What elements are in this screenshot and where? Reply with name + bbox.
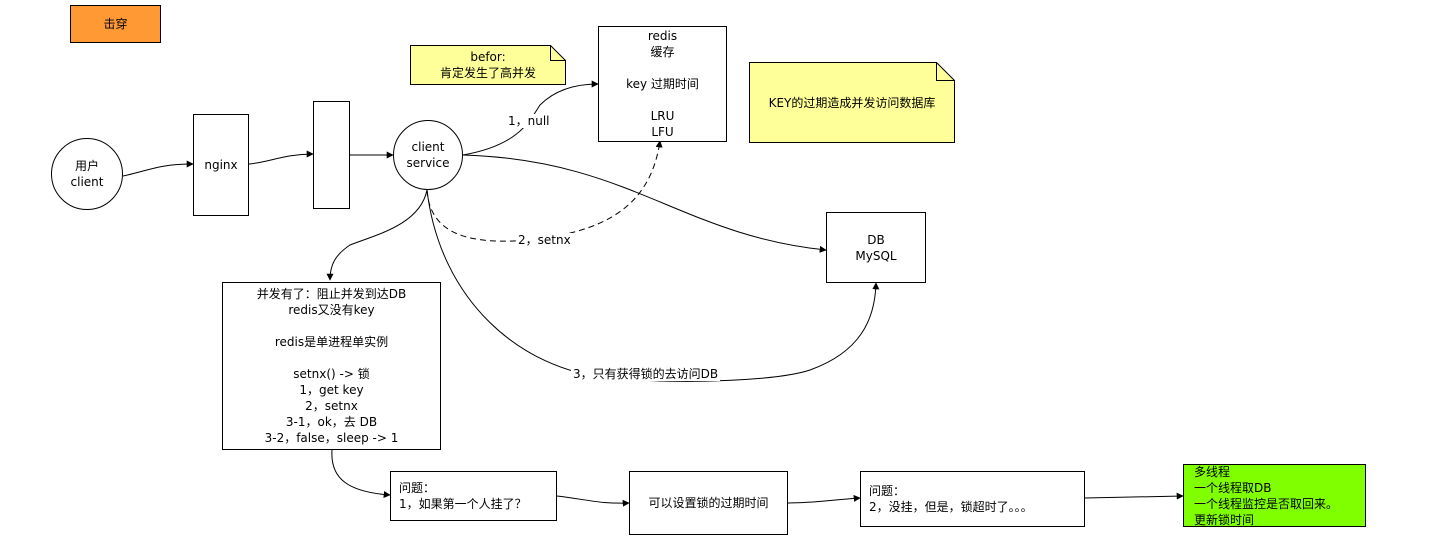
note-before-shape	[410, 45, 566, 85]
title-tag-label: 击穿	[103, 17, 128, 31]
note-before: befor: 肯定发生了高并发	[410, 45, 566, 85]
node-line: MySQL	[855, 248, 897, 263]
node-line: LFU	[651, 125, 674, 139]
edge-q1-to-expire	[556, 495, 630, 507]
node-line: DB	[867, 232, 885, 247]
node-line: 2，setnx	[305, 399, 358, 413]
edge-label-lock: 3，只有获得锁的去访问DB	[571, 367, 721, 381]
note-line: KEY的过期造成并发访问数据库	[768, 95, 936, 110]
note-key-expire-shape	[749, 62, 955, 143]
edge-nginx-to-middle	[248, 150, 314, 165]
node-client-service: client service	[393, 120, 463, 190]
node-middle	[313, 101, 350, 209]
edge-client-service-to-db	[462, 154, 827, 253]
node-question-2: 问题： 2，没挂，但是，锁超时了。。。	[860, 471, 1085, 527]
node-line: redis是单进程单实例	[274, 335, 389, 349]
node-line: 1，如果第一个人挂了？	[399, 497, 527, 511]
node-line: 并发有了：阻止并发到达DB	[256, 287, 407, 301]
edge-label-setnx: 2，setnx	[516, 233, 573, 247]
node-line: 多线程	[1194, 464, 1231, 479]
node-line: 2，没挂，但是，锁超时了。。。	[869, 500, 1033, 514]
node-line: service	[406, 156, 450, 170]
node-line: redis	[647, 29, 678, 43]
node-concurrency: 并发有了：阻止并发到达DB redis又没有key redis是单进程单实例 s…	[222, 282, 441, 450]
note-key-expire-text: KEY的过期造成并发访问数据库	[749, 62, 955, 143]
node-line: client	[411, 140, 445, 154]
edge-q2-to-multithread	[1084, 492, 1184, 500]
node-line: 问题：	[869, 484, 906, 498]
edge-lock-to-db	[426, 189, 880, 382]
node-question-1: 问题： 1，如果第一个人挂了？	[390, 471, 557, 521]
node-label: nginx	[204, 158, 238, 172]
node-line: 3-1，ok，去 DB	[285, 415, 378, 429]
note-line: 肯定发生了高并发	[439, 66, 536, 80]
node-line: 一个线程取DB	[1194, 480, 1272, 495]
edge-expire-to-q2	[787, 494, 861, 504]
node-line: client	[70, 175, 104, 189]
node-line: key 过期时间	[626, 77, 699, 91]
node-line: 一个线程监控是否取回来。	[1194, 496, 1339, 511]
node-line: 缓存	[650, 45, 675, 59]
node-line: LRU	[650, 109, 675, 123]
edge-client-service-to-concurrency	[326, 189, 428, 281]
node-line: 更新锁时间	[1194, 512, 1255, 527]
node-line: redis又没有key	[288, 303, 375, 317]
edge-concurrency-to-q1	[331, 449, 391, 499]
node-user-client: 用户 client	[51, 138, 123, 210]
node-label: 可以设置锁的过期时间	[648, 496, 769, 510]
title-tag: 击穿	[70, 5, 161, 43]
note-before-text: befor: 肯定发生了高并发	[410, 45, 566, 85]
edge-label-null: 1，null	[506, 114, 552, 128]
node-nginx: nginx	[193, 114, 249, 216]
node-line: 3-2，false，sleep -> 1	[264, 431, 399, 445]
node-line: setnx() -> 锁	[293, 367, 370, 381]
node-db-mysql: DB MySQL	[826, 212, 926, 283]
node-redis: redis 缓存 key 过期时间 LRU LFU	[598, 26, 727, 142]
edge-client-service-to-redis	[462, 80, 599, 156]
node-line: 1，get key	[299, 383, 364, 397]
node-line: 问题：	[399, 481, 436, 495]
node-multithread: 多线程 一个线程取DB 一个线程监控是否取回来。 更新锁时间	[1183, 464, 1366, 527]
note-line: befor:	[470, 50, 506, 64]
edge-user-to-nginx	[122, 160, 194, 177]
node-lock-expire: 可以设置锁的过期时间	[629, 471, 788, 535]
node-line: 用户	[74, 159, 99, 173]
note-key-expire: KEY的过期造成并发访问数据库	[749, 62, 955, 143]
